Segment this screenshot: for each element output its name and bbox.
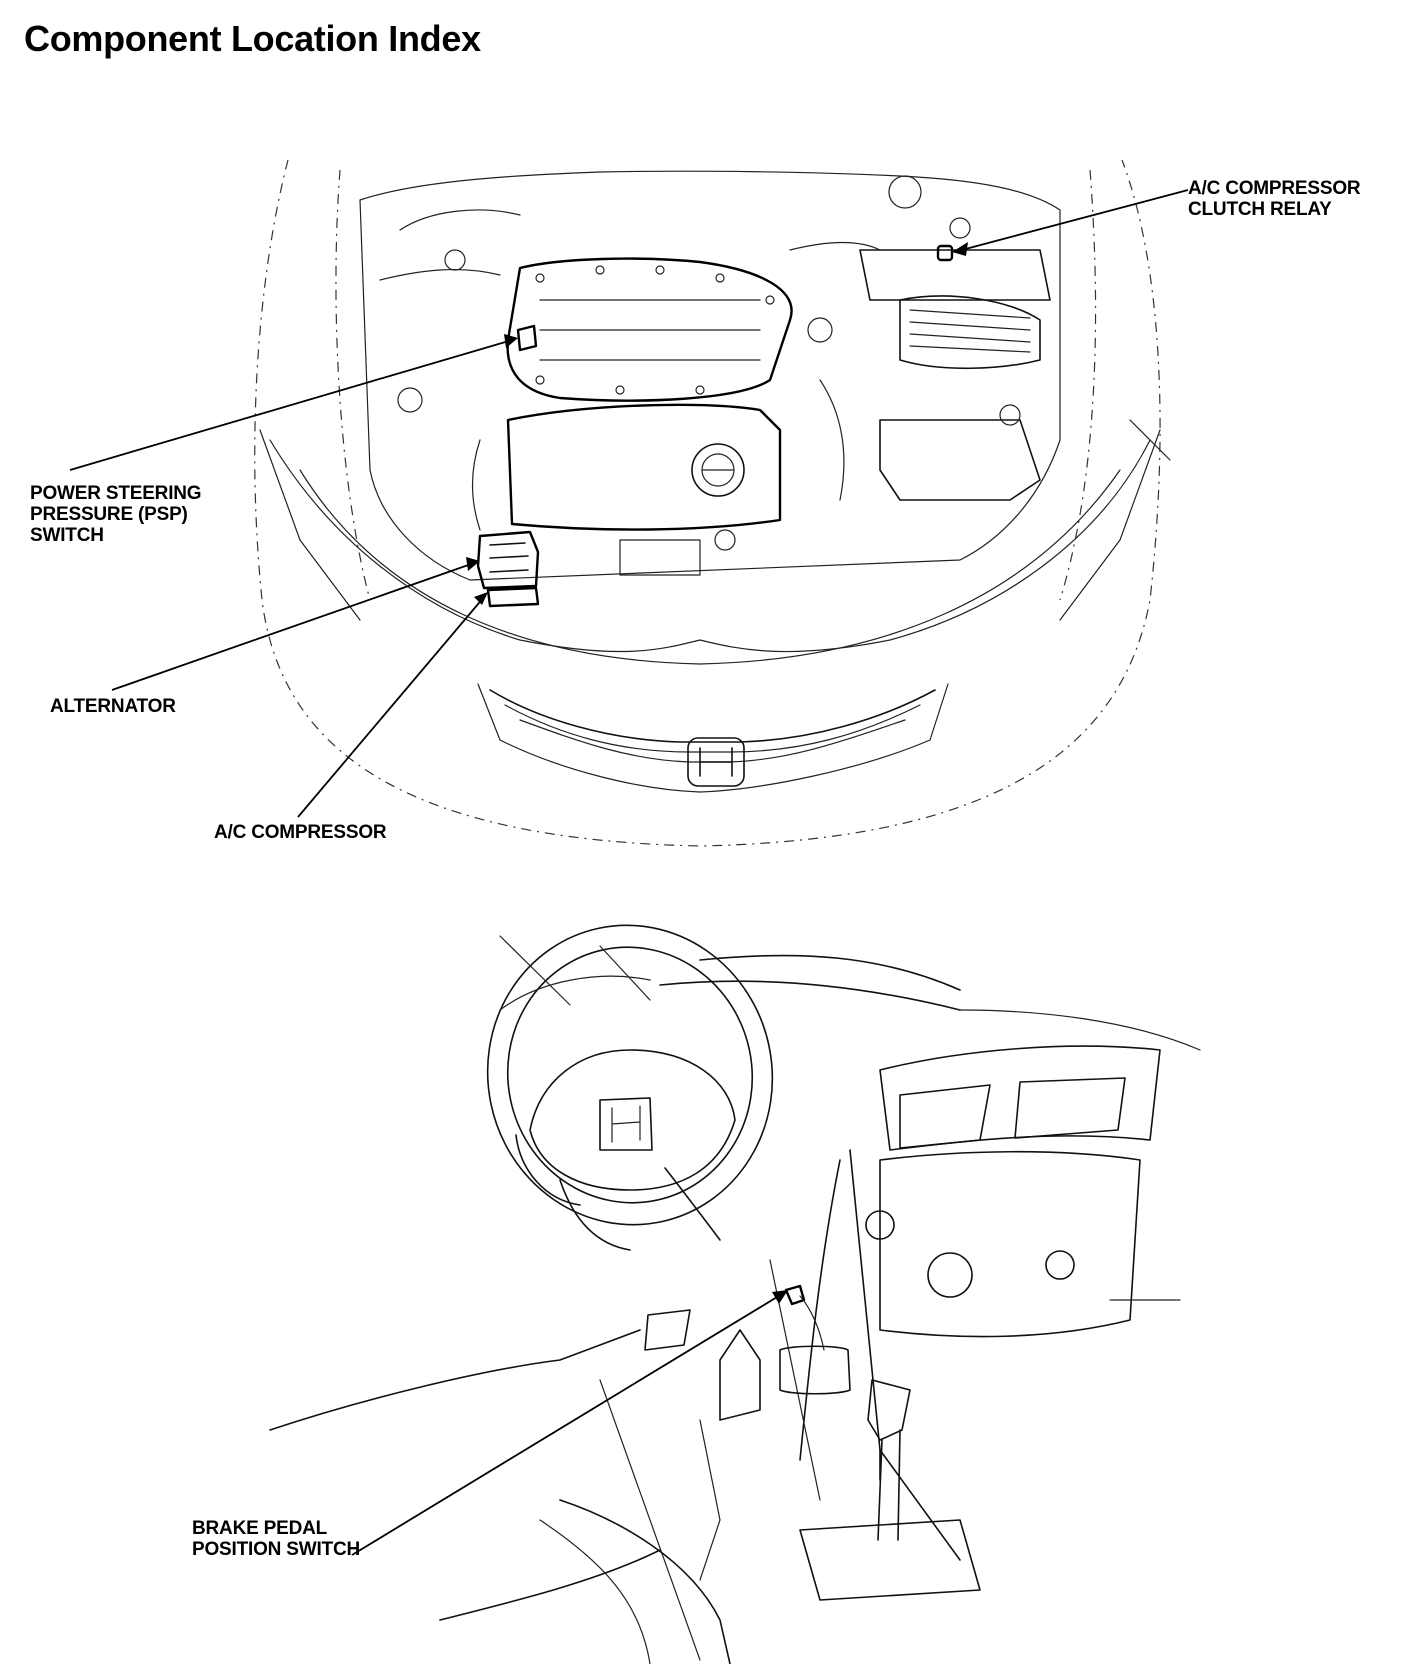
engine-bay-diagram bbox=[69, 159, 1189, 847]
page-title: Component Location Index bbox=[24, 18, 481, 59]
label-brake-pedal-position-switch: BRAKE PEDAL POSITION SWITCH bbox=[192, 1518, 361, 1560]
label-ac-compressor: A/C COMPRESSOR bbox=[214, 822, 387, 843]
label-alternator: ALTERNATOR bbox=[50, 696, 176, 717]
label-psp-switch: POWER STEERING PRESSURE (PSP) SWITCH bbox=[30, 483, 202, 546]
label-ac-compressor-clutch-relay: A/C COMPRESSOR CLUTCH RELAY bbox=[1188, 178, 1361, 220]
